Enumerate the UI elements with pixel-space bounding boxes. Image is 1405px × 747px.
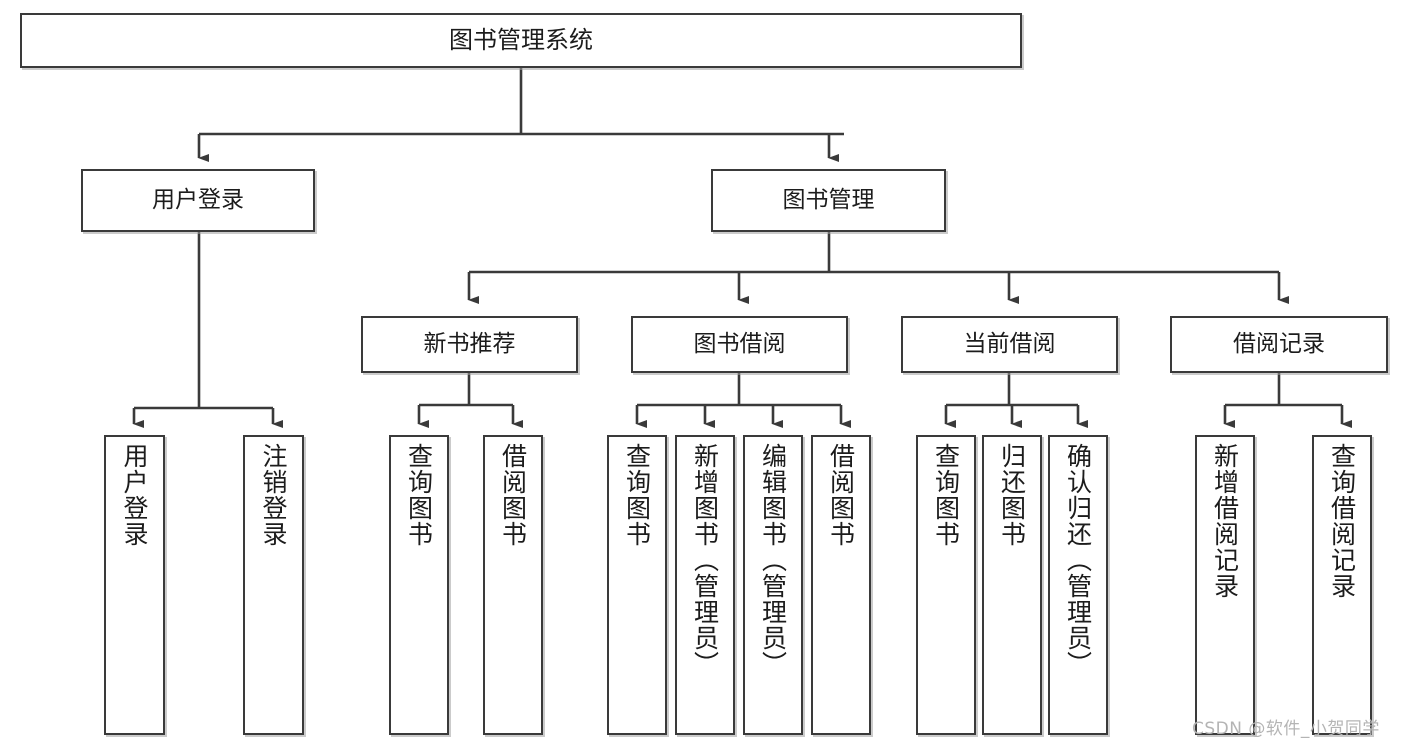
node-label: 注销登录 [259,443,288,547]
node-current-borrow[interactable]: 当前借阅 [901,316,1118,373]
node-label: 查询图书 [931,443,961,547]
leaf-book-borrow-edit[interactable]: 编辑图书（管理员） [743,435,803,735]
node-label: 当前借阅 [963,330,1056,357]
leaf-current-borrow-query[interactable]: 查询图书 [916,435,976,735]
node-label: 编辑图书（管理员） [758,443,788,677]
node-new-book-recommend[interactable]: 新书推荐 [361,316,578,373]
csdn-watermark: CSDN @软件_小贺同学 [1192,719,1380,739]
node-label: 借阅图书 [826,443,856,547]
leaf-new-book-borrow[interactable]: 借阅图书 [483,435,543,735]
leaf-user-login-login[interactable]: 用户登录 [104,435,165,735]
node-book-management[interactable]: 图书管理 [711,169,946,232]
leaf-borrow-record-query[interactable]: 查询借阅记录 [1312,435,1372,735]
leaf-user-login-logout[interactable]: 注销登录 [243,435,304,735]
node-label: 查询图书 [622,443,652,547]
leaf-book-borrow-borrow[interactable]: 借阅图书 [811,435,871,735]
node-label: 借阅记录 [1233,330,1325,357]
leaf-book-borrow-add[interactable]: 新增图书（管理员） [675,435,735,735]
node-label: 归还图书 [997,443,1027,547]
node-label: 新书推荐 [423,330,516,357]
node-label: 图书管理系统 [449,26,593,55]
leaf-new-book-query[interactable]: 查询图书 [389,435,449,735]
node-label: 新增图书（管理员） [690,443,720,677]
node-label: 查询图书 [404,443,434,547]
node-label: 用户登录 [120,443,149,547]
leaf-borrow-record-add[interactable]: 新增借阅记录 [1195,435,1255,735]
node-user-login[interactable]: 用户登录 [81,169,315,232]
node-label: 查询借阅记录 [1327,443,1357,599]
node-label: 确认归还（管理员） [1063,443,1093,677]
leaf-book-borrow-query[interactable]: 查询图书 [607,435,667,735]
node-root-book-management-system[interactable]: 图书管理系统 [20,13,1022,68]
node-label: 借阅图书 [498,443,528,547]
leaf-current-borrow-confirm-return[interactable]: 确认归还（管理员） [1048,435,1108,735]
node-label: 图书管理 [782,186,875,213]
node-label: 新增借阅记录 [1210,443,1240,599]
node-book-borrow[interactable]: 图书借阅 [631,316,848,373]
node-label: 用户登录 [152,186,244,213]
node-label: 图书借阅 [693,330,786,357]
leaf-current-borrow-return[interactable]: 归还图书 [982,435,1042,735]
node-borrow-record[interactable]: 借阅记录 [1170,316,1388,373]
